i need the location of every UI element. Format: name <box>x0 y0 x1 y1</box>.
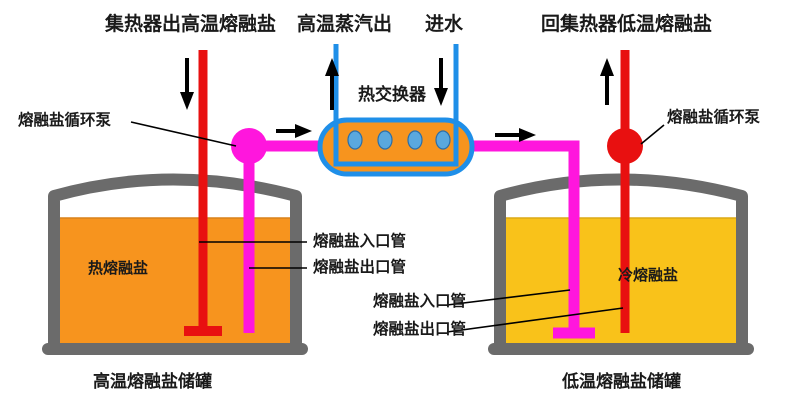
arrow-right-icon <box>495 128 536 142</box>
hot-tank-shell <box>48 173 302 355</box>
arrow-up-icon <box>325 58 339 110</box>
label-hot-tank-outlet-pipe: 熔融盐出口管 <box>313 259 407 276</box>
label-hot-salt-text: 热熔融盐 <box>88 260 149 277</box>
pump-left-icon[interactable] <box>231 128 267 164</box>
arrow-up-icon <box>600 58 614 105</box>
label-cold-tank-outlet-pipe: 熔融盐出口管 <box>373 321 467 338</box>
hot-tank-liquid <box>60 218 290 348</box>
arrow-right-icon <box>276 124 312 138</box>
label-high-temp-steam-out: 高温蒸汽出 <box>297 14 393 35</box>
label-cold-tank-inlet-pipe: 熔融盐入口管 <box>373 293 467 310</box>
label-water-in: 进水 <box>425 14 464 35</box>
leader-pump-left <box>130 121 237 147</box>
label-pump-left: 熔融盐循环泵 <box>18 112 112 129</box>
caption-cold-tank: 低温熔融盐储罐 <box>562 372 681 391</box>
label-cold-salt-back-to-collector: 回集热器低温熔融盐 <box>541 14 713 35</box>
hot-salt-storage-tank <box>42 173 308 355</box>
cold-salt-pipe-cold-tank-inlet <box>462 140 580 333</box>
label-hot-tank-inlet-pipe: 熔融盐入口管 <box>313 233 407 250</box>
label-cold-salt-text: 冷熔融盐 <box>618 267 679 284</box>
pump-right-icon[interactable] <box>607 128 643 164</box>
leader-lines <box>130 121 665 333</box>
exchanger-tube-hole <box>377 130 393 150</box>
arrow-down-icon <box>434 58 448 106</box>
cold-tank-shell <box>494 173 748 355</box>
label-heat-exchanger: 热交换器 <box>358 85 426 104</box>
caption-hot-tank: 高温熔融盐储罐 <box>93 372 212 391</box>
leader-cold-tank-outlet <box>446 307 624 333</box>
leader-pump-right <box>640 124 665 145</box>
flow-arrows <box>180 58 614 142</box>
leader-cold-tank-inlet <box>446 289 571 306</box>
exchanger-tube-hole <box>407 130 423 150</box>
exchanger-tube-hole <box>435 130 451 150</box>
hot-salt-pipe-network <box>184 50 630 336</box>
heat-exchanger <box>317 44 475 177</box>
label-hot-salt-from-collector: 集热器出高温熔融盐 <box>105 14 277 35</box>
label-pump-right: 熔融盐循环泵 <box>667 109 761 126</box>
exchanger-tube-hole <box>347 130 363 150</box>
arrow-down-icon <box>180 58 194 110</box>
